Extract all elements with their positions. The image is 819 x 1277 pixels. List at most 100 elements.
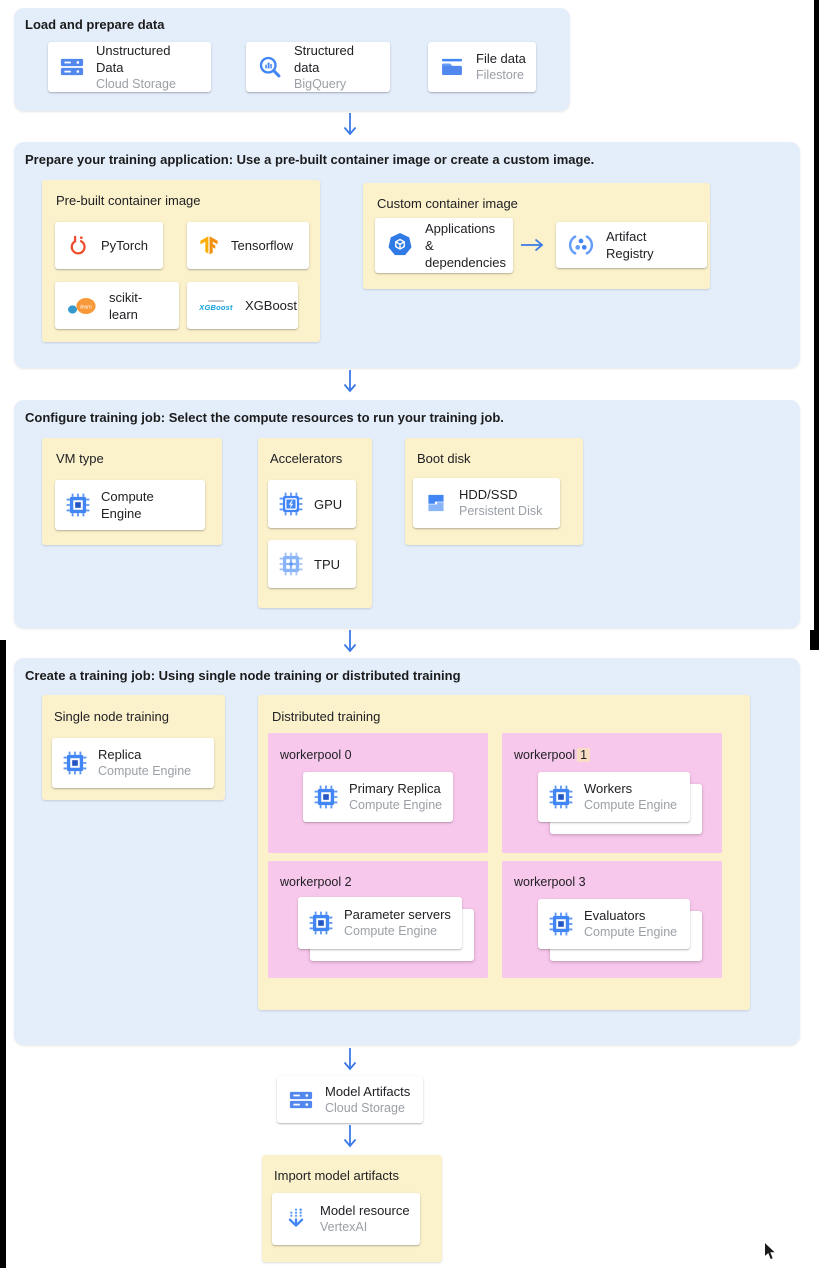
filestore-icon <box>438 53 466 81</box>
card-subtitle: Compute Engine <box>349 798 443 812</box>
card-artifact-registry: Artifact Registry <box>556 222 707 268</box>
panel-vm-type: VM type Compute Engine <box>42 438 222 545</box>
panel-accelerators: Accelerators GPU TPU <box>258 438 372 608</box>
card-tpu: TPU <box>268 540 356 588</box>
card-title: XGBoost <box>245 298 298 313</box>
panel-boot-disk: Boot disk HDD/SSD Persistent Disk <box>405 438 583 545</box>
panel-single-node-training: Single node training Replica Compute Eng… <box>42 695 225 800</box>
workerpool-label: workerpool 2 <box>280 875 352 889</box>
artifact-registry-icon <box>566 230 596 260</box>
xgboost-logo-icon: XGBoost <box>197 299 235 312</box>
scikit-learn-icon: learn <box>65 294 99 318</box>
section-load-and-prepare-data: Load and prepare data Unstructured Data … <box>14 8 570 111</box>
card-title: PyTorch <box>101 238 148 253</box>
section-title: Configure training job: Select the compu… <box>25 410 504 425</box>
bigquery-icon <box>256 53 284 81</box>
compute-engine-icon <box>308 910 334 936</box>
panel-custom-container-image: Custom container image Applications & de… <box>363 183 710 289</box>
cloud-storage-icon <box>58 53 86 81</box>
card-unstructured-data: Unstructured Data Cloud Storage <box>48 42 211 92</box>
workerpool-label: workerpool 0 <box>280 748 352 762</box>
card-subtitle: Compute Engine <box>344 924 438 938</box>
card-gpu: GPU <box>268 480 356 528</box>
card-subtitle: Cloud Storage <box>96 76 176 91</box>
scikit-learn-logo-text: learn <box>80 304 92 310</box>
card-compute-engine: Compute Engine <box>55 480 205 530</box>
section-title: Create a training job: Using single node… <box>25 668 461 683</box>
flow-arrow-down-3 <box>342 629 358 657</box>
compute-engine-icon <box>548 911 574 937</box>
panel-title: Pre-built container image <box>56 193 201 208</box>
card-model-artifacts: Model Artifacts Cloud Storage <box>277 1076 423 1123</box>
panel-title: Custom container image <box>377 196 518 211</box>
panel-distributed-training: Distributed training workerpool 0 Primar… <box>258 695 750 1010</box>
card-title: scikit-learn <box>109 289 143 322</box>
tensorflow-icon <box>197 234 221 258</box>
compute-engine-icon <box>62 750 88 776</box>
card-title: HDD/SSD <box>459 487 518 502</box>
card-title: Workers <box>584 781 633 796</box>
card-title: Primary Replica <box>349 781 441 796</box>
flow-arrow-down-5 <box>342 1124 358 1152</box>
cloud-storage-icon <box>287 1086 315 1114</box>
panel-title: Single node training <box>54 709 169 724</box>
card-title: Replica <box>98 747 142 762</box>
card-applications-dependencies: Applications & dependencies <box>375 218 513 273</box>
compute-engine-icon <box>313 784 339 810</box>
workerpool-label-text: workerpool <box>514 748 576 762</box>
card-title: Structured data <box>294 42 354 75</box>
card-title: Evaluators <box>584 908 646 923</box>
workerpool-number-highlight: 1 <box>577 748 591 762</box>
card-subtitle: BigQuery <box>294 76 347 91</box>
workerpool-0: workerpool 0 Primary Replica Compute Eng… <box>268 733 488 853</box>
card-primary-replica: Primary Replica Compute Engine <box>303 772 453 822</box>
card-subtitle: Compute Engine <box>584 925 678 939</box>
card-subtitle: Compute Engine <box>98 764 192 778</box>
card-subtitle: Cloud Storage <box>325 1100 405 1115</box>
card-workers: Workers Compute Engine <box>538 772 690 822</box>
card-title: GPU <box>314 496 343 512</box>
flow-arrow-down-2 <box>342 369 358 397</box>
section-title: Load and prepare data <box>25 17 165 32</box>
panel-title: Boot disk <box>417 451 471 466</box>
vertex-ai-icon <box>282 1205 310 1233</box>
flow-arrow-down-4 <box>342 1047 358 1075</box>
card-replica: Replica Compute Engine <box>52 738 214 788</box>
section-configure-training-job: Configure training job: Select the compu… <box>14 400 800 628</box>
panel-title: Accelerators <box>270 451 343 466</box>
card-title: Artifact Registry <box>606 229 654 261</box>
screenshot-edge-bar-right-nub <box>810 630 819 650</box>
tpu-icon <box>278 551 304 577</box>
card-subtitle: VertexAI <box>320 1220 368 1234</box>
card-persistent-disk: HDD/SSD Persistent Disk <box>413 478 560 528</box>
panel-title: Distributed training <box>272 709 381 724</box>
card-title: Applications & dependencies <box>425 221 506 270</box>
panel-title: VM type <box>56 451 104 466</box>
card-pytorch: PyTorch <box>55 222 163 269</box>
panel-prebuilt-container-image: Pre-built container image PyTorch Tensor… <box>42 180 320 342</box>
screenshot-edge-bar-left <box>0 640 6 1268</box>
xgboost-logo-flourish <box>208 299 224 302</box>
card-subtitle: Persistent Disk <box>459 504 543 518</box>
panel-title: Import model artifacts <box>274 1168 399 1183</box>
section-prepare-training-application: Prepare your training application: Use a… <box>14 142 800 368</box>
flow-arrow-right <box>520 237 548 253</box>
section-title: Prepare your training application: Use a… <box>25 152 595 167</box>
section-create-training-job: Create a training job: Using single node… <box>14 658 800 1045</box>
card-title: Tensorflow <box>231 238 294 253</box>
card-title: Model Artifacts <box>325 1083 411 1099</box>
gpu-icon <box>278 491 304 517</box>
applications-dependencies-icon <box>385 231 415 261</box>
card-file-data: File data Filestore <box>428 42 536 92</box>
panel-import-model-artifacts: Import model artifacts Model resource Ve… <box>262 1155 442 1262</box>
card-scikit-learn: learn scikit-learn <box>55 282 179 329</box>
card-structured-data: Structured data BigQuery <box>246 42 390 92</box>
card-model-resource: Model resource VertexAI <box>272 1193 420 1245</box>
workerpool-3: workerpool 3 Evaluators Compute Engine <box>502 861 722 978</box>
workerpool-2: workerpool 2 Parameter servers Compute E… <box>268 861 488 978</box>
card-title: TPU <box>314 556 340 572</box>
screenshot-edge-bar-right <box>814 0 819 630</box>
